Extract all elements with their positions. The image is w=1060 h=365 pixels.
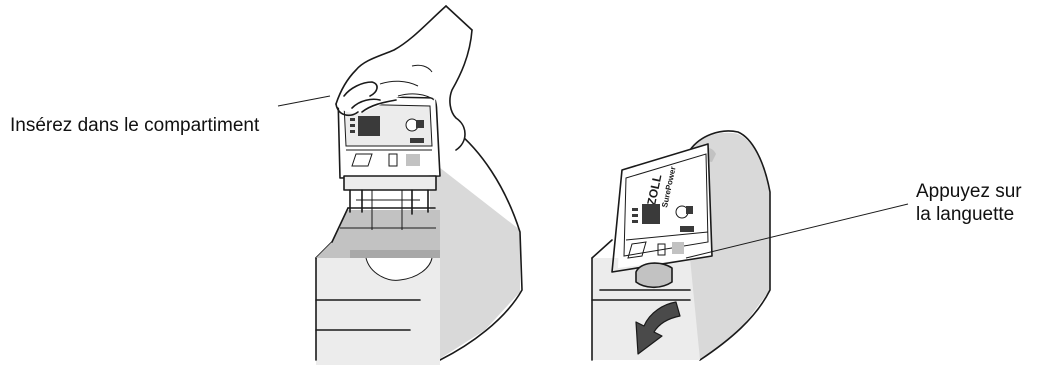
press-tab-caption: Appuyez sur la languette <box>916 180 1022 226</box>
insert-leader-line <box>278 96 330 106</box>
battery-pack-right: ZOLL SurePower <box>612 144 712 272</box>
battery-pack-left <box>338 96 440 230</box>
release-tab <box>636 263 672 287</box>
press-caption-line-2: la languette <box>916 203 1022 226</box>
insert-caption: Insérez dans le compartiment <box>10 114 259 137</box>
press-caption-line-1: Appuyez sur <box>916 180 1022 203</box>
